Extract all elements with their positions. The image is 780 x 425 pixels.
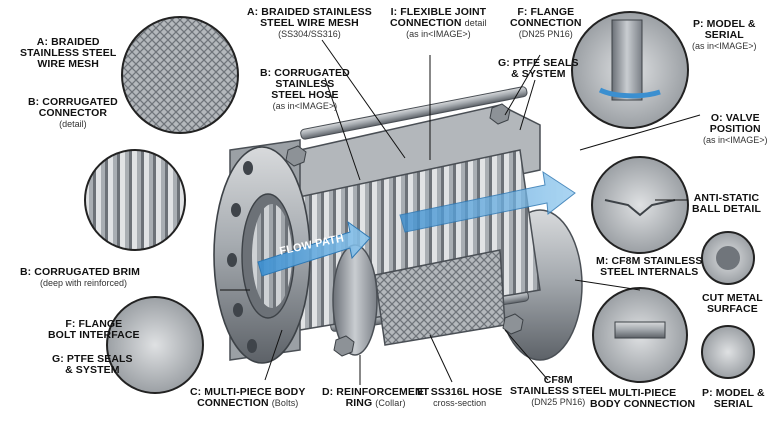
label-ptfe-seals-top: G: PTFE SEALS & SYSTEM [498, 57, 579, 80]
flow-arrow-left [257, 220, 371, 277]
label-model-serial-bottom: P: MODEL & SERIAL [702, 387, 765, 410]
label-braided-wire-mesh: A: BRAIDED STAINLESS STEEL WIRE MESH (SS… [247, 6, 372, 40]
label-flange-bolt: F: FLANGE BOLT INTERFACE [48, 318, 140, 341]
label-ptfe-seals-bottom: G: PTFE SEALS & SYSTEM [52, 353, 133, 376]
label-corrugated-brim: B: CORRUGATED BRIM (deep with reinforced… [20, 266, 141, 289]
label-cf8m-internals: M: CF8M STAINLESS STEEL INTERNALS [596, 255, 703, 278]
detail-flange-bolt [106, 296, 204, 394]
flow-arrow-right [399, 170, 576, 233]
label-multi-piece-body: C: MULTI-PIECE BODY CONNECTION (Bolts) [190, 386, 306, 409]
label-multi-piece-right: MULTI-PIECE BODY CONNECTION [590, 387, 696, 410]
label-cf8m-steel: CF8M STAINLESS STEEL (DN25 PN16) [510, 374, 607, 408]
detail-corrugated-brim [84, 149, 186, 251]
label-corrugated-hose: B: CORRUGATED STAINLESS STEEL HOSE (as i… [260, 67, 350, 112]
detail-braided-mesh [121, 16, 239, 134]
detail-anti-static [591, 156, 689, 254]
flange-nuts [285, 103, 524, 357]
label-valve-position: O: VALVE POSITION (as in<IMAGE>) [703, 112, 768, 146]
detail-circles [84, 11, 755, 394]
label-reinforcement-ring: D: REINFORCEMENT RING (Collar) [322, 386, 430, 409]
label-anti-static: ANTI-STATIC BALL DETAIL [692, 192, 761, 215]
detail-model-serial [701, 325, 755, 379]
main-assembly [213, 86, 583, 364]
label-braided-mesh-left: A: BRAIDED STAINLESS STEEL WIRE MESH [20, 36, 117, 70]
label-model-serial-top: P: MODEL & SERIAL (as in<IMAGE>) [692, 18, 757, 52]
leader-lines [220, 39, 701, 385]
label-flexible-joint: I: FLEXIBLE JOINT CONNECTION detail (as … [390, 6, 487, 40]
flange-bolt-holes [227, 161, 257, 353]
label-corrugated-connector: B: CORRUGATED CONNECTOR (detail) [28, 96, 118, 130]
tie-rod-top [300, 86, 528, 140]
label-cut-metal: CUT METAL SURFACE [702, 292, 763, 315]
label-ss316l-hose: E: SS316L HOSE cross-section [417, 386, 503, 409]
label-flange-connection: F: FLANGE CONNECTION (DN25 PN16) [510, 6, 582, 40]
